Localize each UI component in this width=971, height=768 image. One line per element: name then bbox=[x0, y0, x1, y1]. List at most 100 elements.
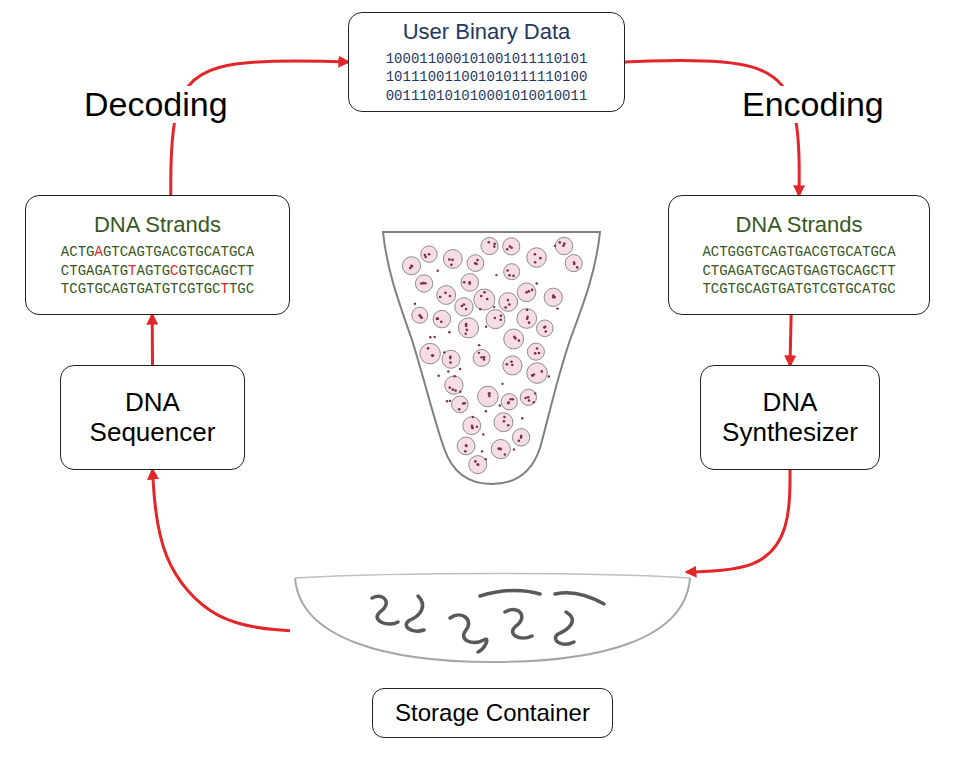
edge-label: Encoding bbox=[738, 86, 888, 123]
molecule-dot bbox=[533, 401, 535, 403]
droplet bbox=[501, 394, 517, 410]
molecule-dot bbox=[512, 275, 515, 278]
flow-arrow bbox=[687, 470, 790, 572]
molecule-dot bbox=[463, 402, 466, 405]
droplet bbox=[467, 255, 484, 272]
molecule-dot bbox=[521, 417, 523, 419]
molecule-dot bbox=[447, 370, 449, 372]
molecule-dot bbox=[486, 298, 489, 301]
molecule-dot bbox=[420, 316, 423, 319]
molecule-dot bbox=[450, 263, 453, 266]
molecule-dot bbox=[468, 282, 471, 285]
molecule-dot bbox=[514, 337, 517, 340]
molecule-dot bbox=[503, 420, 506, 423]
molecule-dot bbox=[452, 388, 455, 391]
molecule-dot bbox=[499, 318, 502, 321]
molecule-dot bbox=[482, 433, 484, 435]
flow-arrow bbox=[151, 315, 154, 365]
molecule-dot bbox=[510, 246, 513, 249]
molecule-dot bbox=[493, 306, 495, 308]
molecule-dot bbox=[503, 416, 506, 419]
molecule-dot bbox=[448, 258, 451, 261]
molecule-dot bbox=[508, 274, 511, 277]
droplet bbox=[499, 293, 518, 312]
molecule-dot bbox=[458, 408, 461, 411]
droplet bbox=[474, 289, 495, 310]
droplet bbox=[442, 350, 460, 368]
dna-sequence: ACTGGGTCAGTGACGTGCATGCA CTGAGATGCAGTGAGT… bbox=[696, 243, 902, 298]
droplet bbox=[527, 363, 548, 384]
molecule-dot bbox=[497, 447, 500, 450]
molecule-dot bbox=[444, 292, 447, 295]
molecule-dot bbox=[576, 266, 579, 269]
dna-squiggle bbox=[372, 596, 398, 624]
molecule-dot bbox=[437, 317, 440, 320]
molecule-dot bbox=[414, 303, 416, 305]
molecule-dot bbox=[446, 400, 448, 402]
bowl-outline bbox=[295, 578, 690, 662]
molecule-dot bbox=[424, 282, 427, 285]
molecule-dot bbox=[536, 282, 538, 284]
dna-squiggle bbox=[555, 612, 574, 644]
molecule-dot bbox=[534, 352, 537, 355]
droplet bbox=[469, 456, 487, 474]
molecule-dot bbox=[465, 325, 468, 328]
molecule-dot bbox=[520, 435, 523, 438]
molecule-dot bbox=[518, 439, 521, 442]
molecule-dot bbox=[485, 410, 487, 412]
molecule-dot bbox=[449, 386, 452, 389]
droplet bbox=[504, 329, 524, 349]
molecule-dot bbox=[507, 424, 510, 427]
dna-strand-squiggles bbox=[372, 590, 604, 652]
strands-box: DNA StrandsACTGGGTCAGTGACGTGCATGCA CTGAG… bbox=[668, 195, 930, 315]
droplet bbox=[461, 274, 479, 292]
molecule-dot bbox=[449, 361, 452, 364]
flow-arrow bbox=[171, 61, 348, 195]
molecule-dot bbox=[465, 445, 468, 448]
droplet bbox=[420, 343, 441, 364]
molecule-dot bbox=[480, 295, 483, 298]
molecule-dot bbox=[513, 448, 515, 450]
droplet bbox=[455, 298, 473, 316]
molecule-dot bbox=[483, 358, 486, 361]
flow-arrow bbox=[153, 470, 291, 631]
molecule-dot bbox=[510, 360, 513, 363]
edge-label: Decoding bbox=[80, 86, 232, 123]
molecule-dot bbox=[506, 363, 509, 366]
droplet bbox=[504, 264, 520, 280]
droplet bbox=[486, 310, 505, 329]
molecule-dot bbox=[538, 352, 541, 355]
molecule-dot bbox=[531, 289, 534, 292]
molecule-dot bbox=[459, 368, 461, 370]
molecule-dot bbox=[477, 463, 480, 466]
molecule-dot bbox=[449, 295, 452, 298]
molecule-dot bbox=[427, 347, 430, 350]
molecule-dot bbox=[472, 416, 474, 418]
molecule-dot bbox=[440, 320, 443, 323]
molecule-dot bbox=[488, 241, 491, 244]
molecule-dot bbox=[481, 450, 483, 452]
molecule-dot bbox=[548, 375, 550, 377]
molecule-dot bbox=[493, 245, 496, 248]
molecule-dot bbox=[500, 314, 503, 317]
process-box: DNA Synthesizer bbox=[700, 365, 880, 470]
box-title: DNA Strands bbox=[94, 212, 221, 237]
droplet bbox=[503, 238, 520, 255]
molecule-dot bbox=[476, 463, 479, 466]
dna-sequence: ACTGAGTCAGTGACGTGCATGCA CTGAGATGTAGTGCGT… bbox=[55, 243, 261, 298]
molecule-dot bbox=[507, 401, 510, 404]
molecule-dot bbox=[528, 399, 531, 402]
data-box: User Binary Data100011000101001011110101… bbox=[348, 12, 625, 112]
molecule-dot bbox=[552, 294, 555, 297]
droplet bbox=[415, 275, 432, 292]
molecule-dot bbox=[528, 321, 531, 324]
molecule-dot bbox=[465, 444, 468, 447]
droplet bbox=[457, 437, 475, 455]
molecule-dot bbox=[418, 314, 421, 317]
droplet bbox=[565, 255, 582, 272]
molecule-dot bbox=[478, 352, 480, 354]
molecule-dot bbox=[526, 315, 529, 318]
storage-bowl bbox=[295, 574, 690, 663]
molecule-dot bbox=[465, 333, 467, 335]
droplet bbox=[544, 288, 562, 306]
